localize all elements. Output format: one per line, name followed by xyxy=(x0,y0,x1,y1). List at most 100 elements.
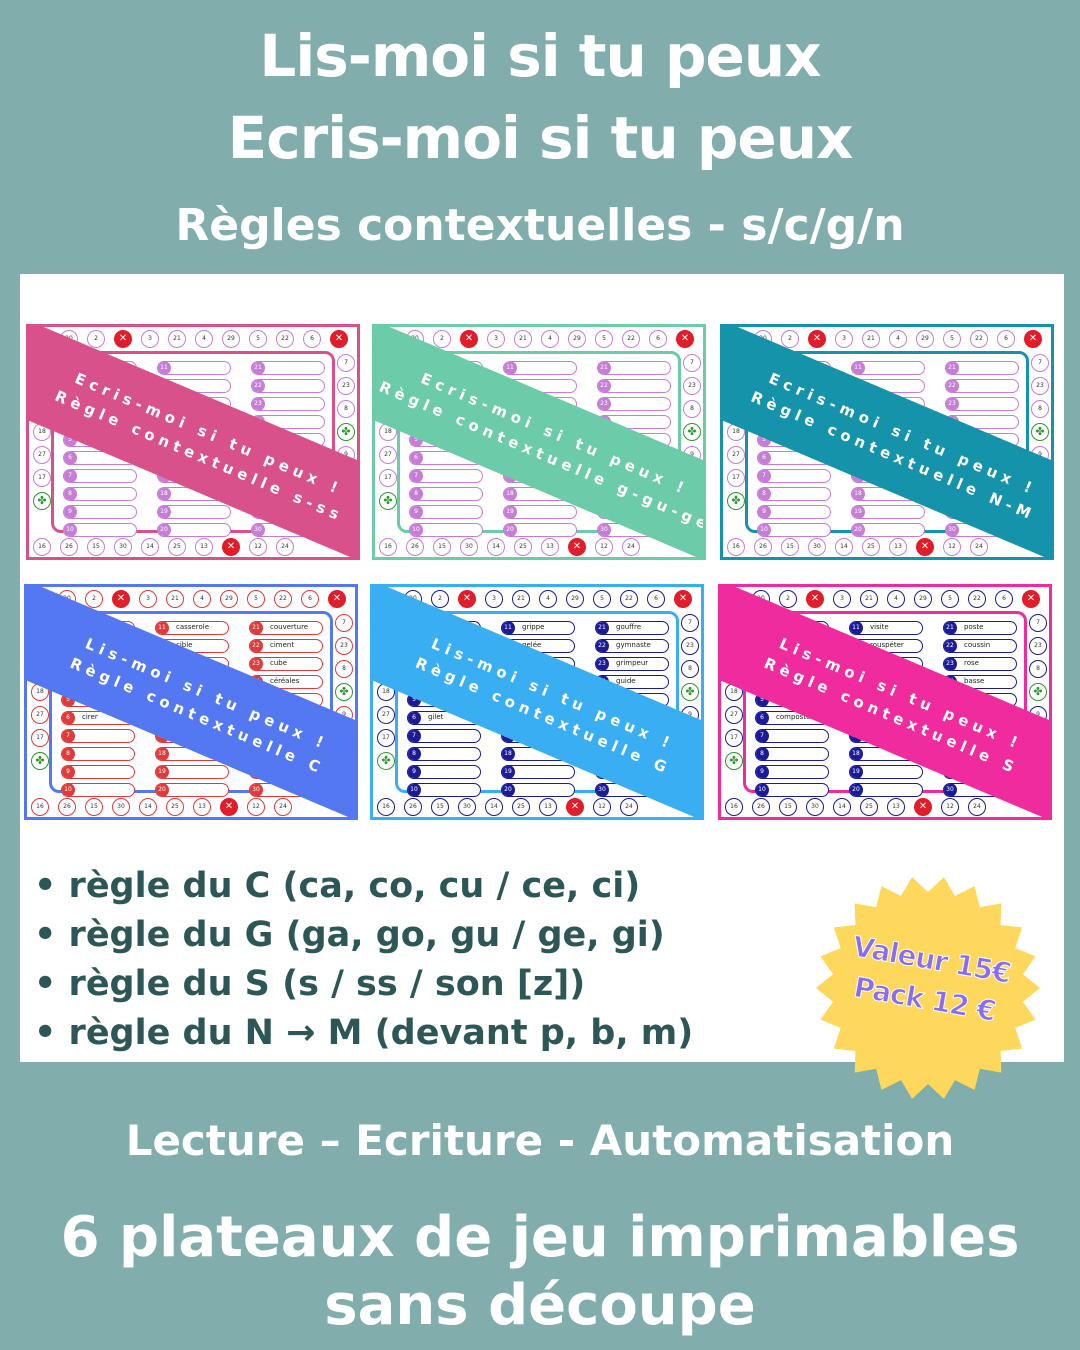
board-cell: 29 xyxy=(568,330,586,348)
rule-c: • règle du C (ca, co, cu / ce, ci) xyxy=(34,866,641,906)
word-number: 9 xyxy=(758,506,771,518)
word-row: 21 xyxy=(251,361,325,375)
word-number: 9 xyxy=(756,766,769,778)
board-cell: 8 xyxy=(337,400,355,418)
board-cell: 8 xyxy=(1031,400,1049,418)
word-row: 23 xyxy=(597,397,671,411)
word-row: 22 xyxy=(945,379,1019,393)
board-cell: 25 xyxy=(514,538,532,556)
board-cell: 26 xyxy=(60,538,78,556)
word-row: 23 xyxy=(251,397,325,411)
word-number: 9 xyxy=(62,766,75,778)
game-board-5: 1202✕3214295226✕16261530142513✕122418271… xyxy=(370,584,704,820)
word-number: 11 xyxy=(502,622,515,634)
board-cell: 17 xyxy=(727,469,745,487)
board-cell: 27 xyxy=(725,706,743,724)
board-cell: 4 xyxy=(193,590,211,608)
lose-cell: ✕ xyxy=(566,798,584,816)
board-cell: 25 xyxy=(168,538,186,556)
word-row: 23 xyxy=(945,397,1019,411)
board-cell: 7 xyxy=(335,614,353,632)
board-cell: 23 xyxy=(337,377,355,395)
word-number: 6 xyxy=(756,712,769,724)
word-text: gymnaste xyxy=(616,641,651,649)
board-cell: 16 xyxy=(33,538,51,556)
word-number: 18 xyxy=(504,488,517,500)
board-cell: 4 xyxy=(889,330,907,348)
lose-cell: ✕ xyxy=(1024,330,1042,348)
board-cell: 6 xyxy=(649,330,667,348)
board-cell: 13 xyxy=(193,798,211,816)
clover-icon: ✤ xyxy=(31,752,49,770)
board-cell: 24 xyxy=(968,798,986,816)
title-line-1: Lis-moi si tu peux xyxy=(259,22,821,90)
word-text: cible xyxy=(176,641,193,649)
board-cell: 24 xyxy=(274,798,292,816)
board-cell: 21 xyxy=(862,330,880,348)
rule-s: • règle du S (s / ss / son [z]) xyxy=(34,964,586,1004)
game-board-2: 1202✕3214295226✕16261530142513✕122418271… xyxy=(372,324,706,560)
word-row: 22 coussin xyxy=(943,639,1017,653)
word-number: 23 xyxy=(598,398,611,410)
lose-cell: ✕ xyxy=(808,330,826,348)
rule-g: • règle du G (ga, go, gu / ge, gi) xyxy=(34,915,665,955)
word-number: 20 xyxy=(502,784,515,796)
lose-cell: ✕ xyxy=(328,590,346,608)
board-cell: 14 xyxy=(485,798,503,816)
board-cell: 24 xyxy=(622,538,640,556)
word-row: 9 xyxy=(407,765,481,779)
board-cell: 24 xyxy=(620,798,638,816)
clover-icon: ✤ xyxy=(683,423,701,441)
board-cell: 24 xyxy=(970,538,988,556)
word-number: 9 xyxy=(408,766,421,778)
board-cell: 26 xyxy=(404,798,422,816)
word-text: gilet xyxy=(428,713,444,721)
word-number: 8 xyxy=(64,488,77,500)
word-row: 8 xyxy=(63,487,137,501)
word-number: 23 xyxy=(946,398,959,410)
board-cell: 17 xyxy=(725,729,743,747)
board-cell: 21 xyxy=(512,590,530,608)
board-cell: 5 xyxy=(247,590,265,608)
board-cell: 30 xyxy=(114,538,132,556)
word-text: cube xyxy=(270,659,288,667)
board-cell: 15 xyxy=(85,798,103,816)
word-row: 21 xyxy=(597,361,671,375)
word-number: 19 xyxy=(156,766,169,778)
word-row: 9 xyxy=(755,765,829,779)
board-cell: 13 xyxy=(541,538,559,556)
word-number: 19 xyxy=(158,506,171,518)
board-cell: 17 xyxy=(377,729,395,747)
word-number: 22 xyxy=(252,380,265,392)
word-text: basse xyxy=(964,677,985,685)
lose-cell: ✕ xyxy=(458,590,476,608)
lose-cell: ✕ xyxy=(676,330,694,348)
game-board-3: 1202✕3214295226✕16261530142513✕122418271… xyxy=(720,324,1054,560)
word-row: 7 xyxy=(755,729,829,743)
word-number: 18 xyxy=(852,488,865,500)
lose-cell: ✕ xyxy=(220,798,238,816)
board-cell: 12 xyxy=(249,538,267,556)
board-cell: 2 xyxy=(779,590,797,608)
board-cell: 22 xyxy=(970,330,988,348)
word-number: 22 xyxy=(944,640,957,652)
word-number: 10 xyxy=(62,784,75,796)
word-number: 6 xyxy=(408,712,421,724)
word-text: couverture xyxy=(270,623,309,631)
board-cell: 3 xyxy=(141,330,159,348)
board-cell: 3 xyxy=(485,590,503,608)
word-text: coussin xyxy=(964,641,991,649)
board-cell: 14 xyxy=(487,538,505,556)
lose-cell: ✕ xyxy=(806,590,824,608)
word-row: 7 xyxy=(757,469,831,483)
word-number: 11 xyxy=(504,362,517,374)
footer-line-2: 6 plateaux de jeu imprimables xyxy=(60,1205,1020,1270)
board-cell: 12 xyxy=(943,538,961,556)
board-cell: 2 xyxy=(781,330,799,348)
board-cell: 15 xyxy=(779,798,797,816)
footer-line-3: sans découpe xyxy=(324,1273,756,1338)
board-cell: 12 xyxy=(941,798,959,816)
board-cell: 2 xyxy=(87,330,105,348)
word-number: 11 xyxy=(158,362,171,374)
